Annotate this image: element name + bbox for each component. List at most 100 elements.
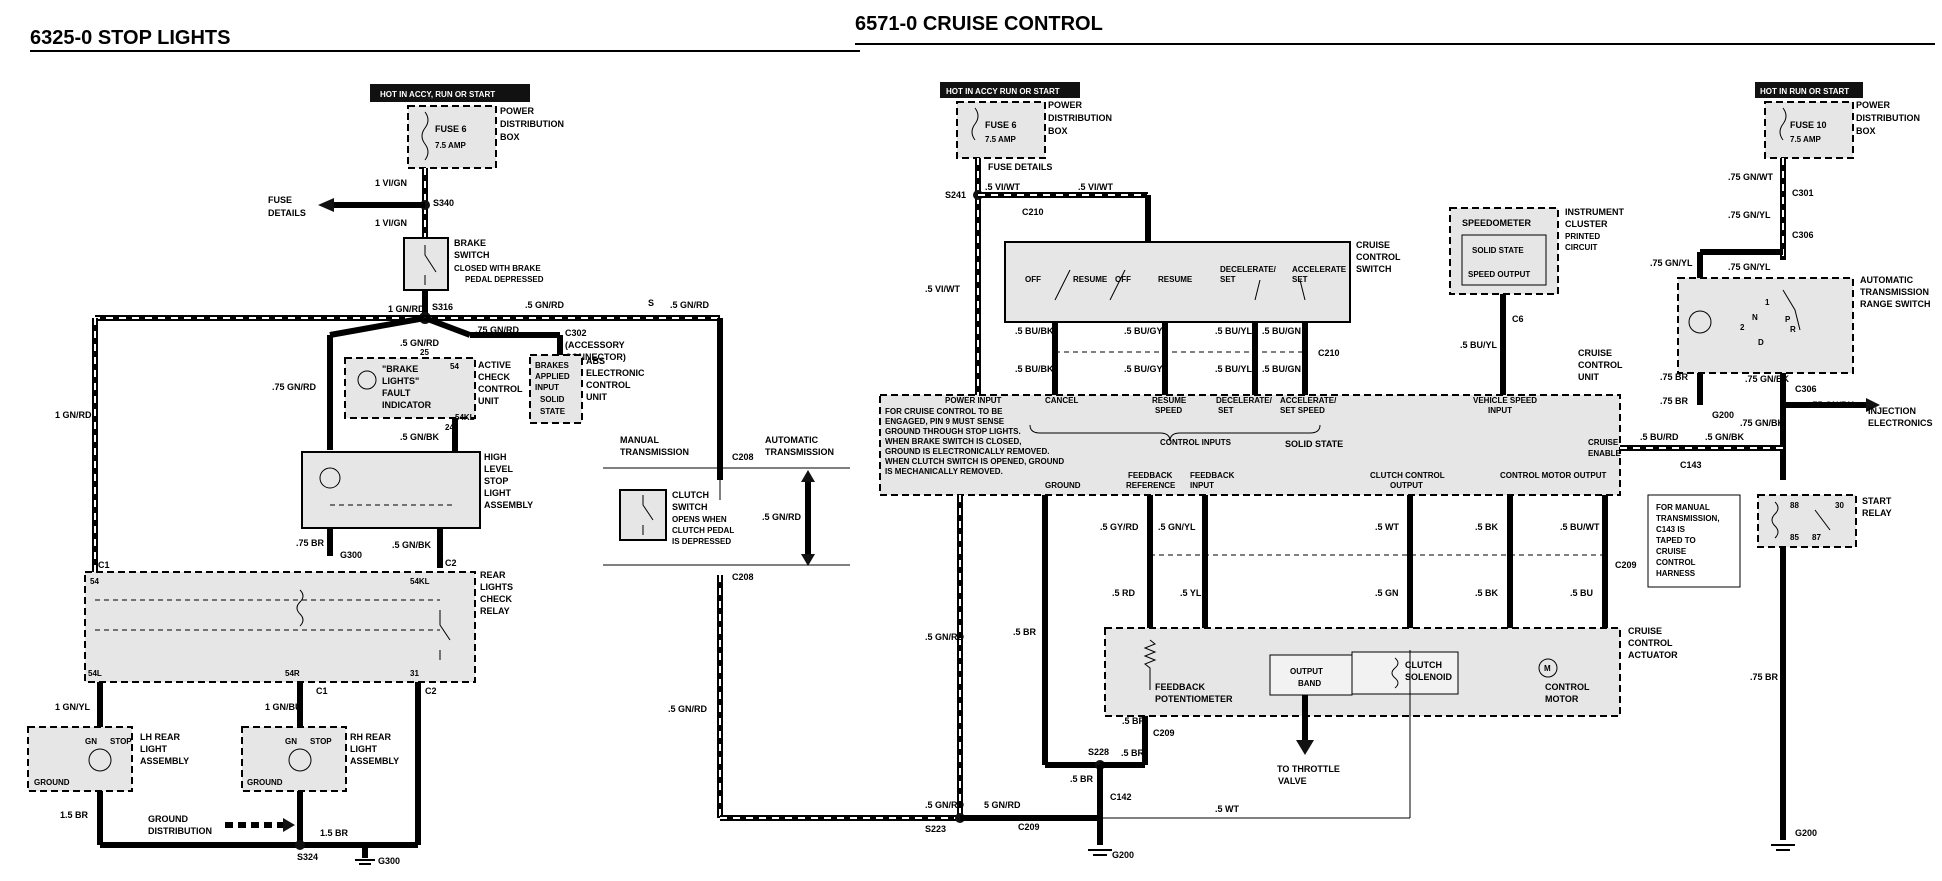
- start-relay: [1757, 494, 1857, 548]
- w-75br-b: .75 BR: [1660, 396, 1689, 406]
- pin-24: 24: [445, 423, 454, 432]
- throttle-2: VALVE: [1278, 776, 1307, 786]
- prnd-1: 1: [1765, 298, 1770, 307]
- clutch-sol-1: CLUTCH: [1405, 660, 1442, 670]
- automatic-1: AUTOMATIC: [765, 435, 819, 445]
- cruise-pdb-1: POWER: [1048, 100, 1083, 110]
- high-level-4: LIGHT: [484, 488, 511, 498]
- lh-rear-1: LH REAR: [140, 732, 180, 742]
- start-relay-1: START: [1862, 496, 1892, 506]
- wire-5gnrd-c: .5 GN/RD: [400, 338, 440, 348]
- c2b-label: C2: [425, 686, 437, 696]
- active-check-4: UNIT: [478, 396, 499, 406]
- hot-label: HOT IN ACCY, RUN OR START: [380, 90, 495, 99]
- wire-75gnrd-a: .75 GN/RD: [475, 325, 520, 335]
- w-5gyrd: .5 GY/RD: [1100, 522, 1139, 532]
- clutch-sol-2: SOLENOID: [1405, 672, 1453, 682]
- ccu-note-2: ENGAGED, PIN 9 MUST SENSE: [885, 417, 1005, 426]
- prnd-p: P: [1785, 315, 1791, 324]
- ccu-label-1: CRUISE: [1578, 348, 1612, 358]
- cruise-control-header: 6571-0 CRUISE CONTROL: [855, 13, 1103, 35]
- wire-5gnrd-d: .5 GN/RD: [762, 512, 802, 522]
- pin-54: 54: [450, 362, 459, 371]
- clutch-switch-2: SWITCH: [672, 502, 708, 512]
- ground-dist-2: DISTRIBUTION: [148, 826, 212, 836]
- ccu-decel-2: SET: [1218, 406, 1234, 415]
- cruise-control-section: HOT IN ACCY RUN OR START FUSE 6 7.5 AMP …: [879, 82, 1933, 860]
- ccs-label-1: CRUISE: [1356, 240, 1390, 250]
- abs-label-4: UNIT: [586, 392, 607, 402]
- brake-switch-label-1: BRAKE: [454, 238, 486, 248]
- pdb-label-3: BOX: [500, 132, 520, 142]
- w-5br-b: .5 BR: [1122, 716, 1146, 726]
- sw-accel-1: ACCELERATE: [1292, 265, 1347, 274]
- c301-label: C301: [1792, 188, 1814, 198]
- abs-control-unit: [529, 354, 583, 424]
- fuse10-label: FUSE 10: [1790, 120, 1827, 130]
- speedo-output: SPEED OUTPUT: [1468, 270, 1530, 279]
- c209d-label: C209: [1018, 822, 1040, 832]
- atrs-1: AUTOMATIC: [1860, 275, 1914, 285]
- w-75gnbk-c: .75 GN/BK: [1740, 418, 1785, 428]
- wire-1gnrd-a: 1 GN/RD: [388, 304, 425, 314]
- c209b-label: C209: [1153, 728, 1175, 738]
- actuator-2: CONTROL: [1628, 638, 1673, 648]
- ccu-label-2: CONTROL: [1578, 360, 1623, 370]
- throttle-1: TO THROTTLE: [1277, 764, 1340, 774]
- sw-off2: OFF: [1115, 275, 1131, 284]
- sw-accel-2: SET: [1292, 275, 1308, 284]
- brakes-applied-4: SOLID: [540, 395, 565, 404]
- actuator-1: CRUISE: [1628, 626, 1662, 636]
- cruise-control-unit: [879, 394, 1621, 496]
- wire-5gnrd-a: .5 GN/RD: [525, 300, 565, 310]
- stop-lights-header: 6325-0 STOP LIGHTS: [30, 27, 230, 49]
- s324-label: S324: [297, 852, 318, 862]
- w-5rd: .5 RD: [1112, 588, 1136, 598]
- c1-label: C1: [98, 560, 110, 570]
- manual-note-4: TAPED TO: [1656, 536, 1696, 545]
- c208b-label: C208: [732, 572, 754, 582]
- sw-resume2: RESUME: [1158, 275, 1193, 284]
- ccu-enable-2: ENABLE: [1588, 449, 1622, 458]
- w-5viwt-a: .5 VI/WT: [985, 182, 1021, 192]
- pin-54l-top: 54: [90, 577, 99, 586]
- pin-31: 31: [410, 669, 419, 678]
- atrs-3: RANGE SWITCH: [1860, 299, 1931, 309]
- pin-88: 88: [1790, 501, 1799, 510]
- w-75br-a: .75 BR: [1660, 372, 1689, 382]
- ground-dist-1: GROUND: [148, 814, 188, 824]
- w-75br-c: .75 BR: [1750, 672, 1779, 682]
- brake-lights-fault-4: INDICATOR: [382, 400, 432, 410]
- g200a-label: G200: [1112, 850, 1134, 860]
- ccu-power: POWER INPUT: [945, 396, 1002, 405]
- clutch-note-3: IS DEPRESSED: [672, 537, 731, 546]
- cruise-pdb-3: BOX: [1048, 126, 1068, 136]
- ccu-note-6: WHEN CLUTCH SWITCH IS OPENED, GROUND: [885, 457, 1064, 466]
- inj-1: INJECTION: [1868, 406, 1916, 416]
- s241-label: S241: [945, 190, 966, 200]
- w-5burd: .5 BU/RD: [1640, 432, 1679, 442]
- w-75gnyl-c: .75 GN/YL: [1728, 262, 1771, 272]
- brake-note-1: CLOSED WITH BRAKE: [454, 264, 541, 273]
- rh-stop: STOP: [310, 737, 332, 746]
- fb-pot-1: FEEDBACK: [1155, 682, 1206, 692]
- fuse6-label: FUSE 6: [435, 124, 467, 134]
- r-pdb-2: DISTRIBUTION: [1856, 113, 1920, 123]
- ccu-resume-2: SPEED: [1155, 406, 1182, 415]
- cruise-control-switch: [1004, 241, 1351, 323]
- lh-rear-light: [27, 726, 133, 792]
- fuse10-box: [1764, 101, 1854, 159]
- sw-decel-1: DECELERATE/: [1220, 265, 1277, 274]
- ccu-note-5: GROUND IS ELECTRONICALLY REMOVED.: [885, 447, 1049, 456]
- hot2-label: HOT IN RUN OR START: [1760, 87, 1849, 96]
- pin-54kl: 54KL: [455, 413, 475, 422]
- cruise-fuse6-label: FUSE 6: [985, 120, 1017, 130]
- g300a-label: G300: [340, 550, 362, 560]
- cruise-fuse6-amp: 7.5 AMP: [985, 135, 1016, 144]
- rh-rear-3: ASSEMBLY: [350, 756, 399, 766]
- pin-30: 30: [1835, 501, 1844, 510]
- prnd-n: N: [1752, 313, 1758, 322]
- c302-label-3: CONNECTOR): [565, 352, 626, 362]
- c6-label: C6: [1512, 314, 1524, 324]
- instr-3: PRINTED: [1565, 232, 1600, 241]
